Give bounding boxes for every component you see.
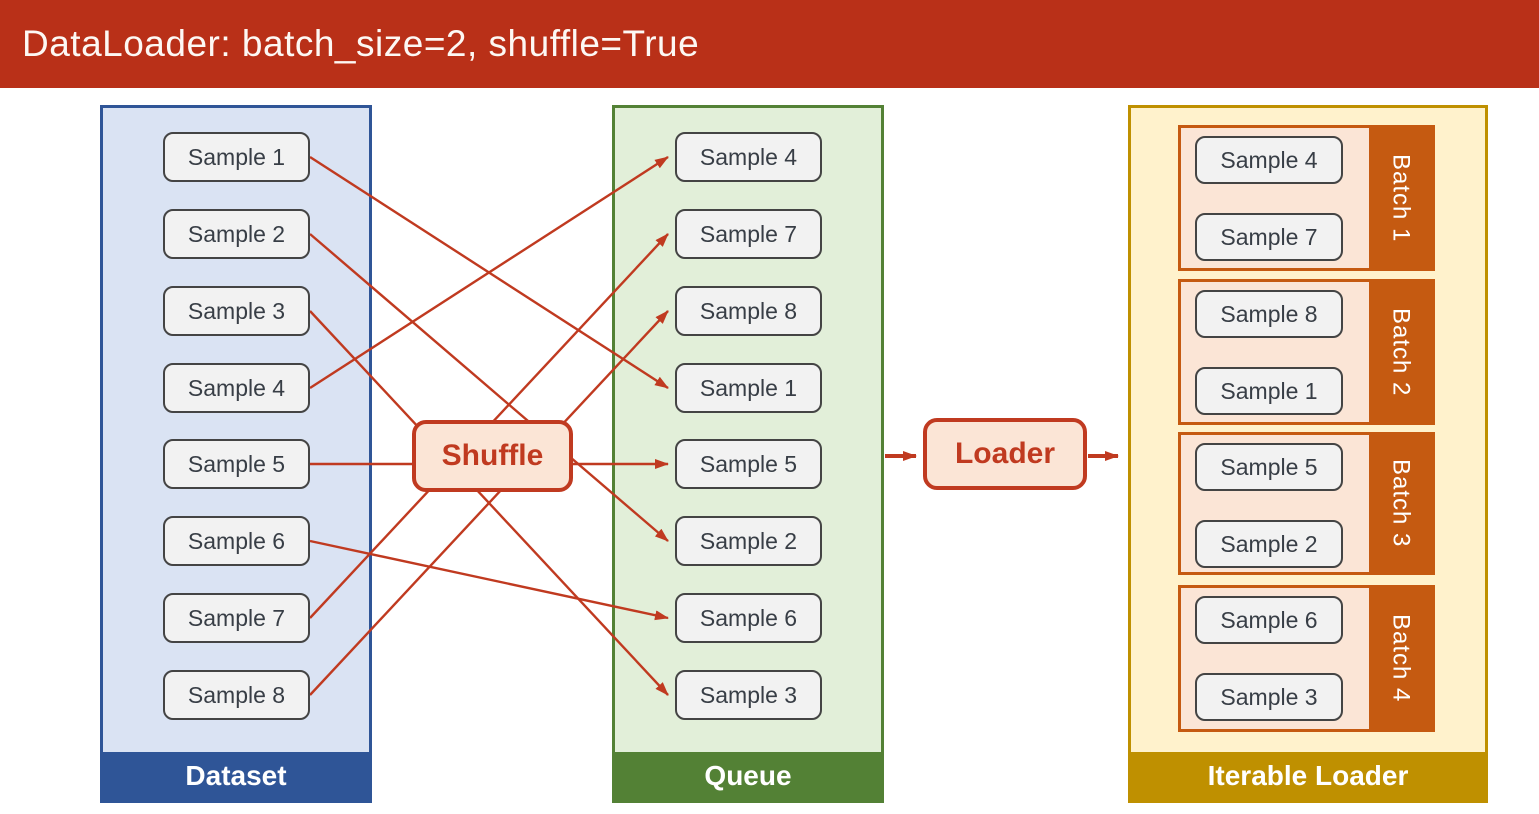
iterable-loader-column-label: Iterable Loader [1131,752,1485,800]
queue-sample-box: Sample 4 [675,132,822,182]
shuffle-connection-line [309,539,669,621]
batch-sample-box: Sample 8 [1195,290,1343,338]
shuffle-connection-line [309,310,669,696]
shuffle-connection-line [309,155,669,390]
batch-sample-box: Sample 3 [1195,673,1343,721]
shuffle-connection-line [309,233,669,542]
page-title: DataLoader: batch_size=2, shuffle=True [22,23,700,64]
queue-sample-box: Sample 7 [675,209,822,259]
batch-sample-box: Sample 4 [1195,136,1343,184]
batch-sample-box: Sample 6 [1195,596,1343,644]
batch-sample-box: Sample 7 [1195,213,1343,261]
batch-sample-area: Sample 4 Sample 7 [1181,128,1369,268]
batch-container: Sample 5 Sample 2 Batch 3 [1178,432,1435,575]
dataset-sample-box: Sample 6 [163,516,310,566]
dataset-column-label: Dataset [103,752,369,800]
shuffle-node: Shuffle [412,420,573,492]
queue-sample-box: Sample 6 [675,593,822,643]
loader-node: Loader [923,418,1087,490]
batch-label-tab: Batch 3 [1369,435,1432,572]
dataset-sample-box: Sample 1 [163,132,310,182]
dataset-sample-box: Sample 2 [163,209,310,259]
title-bar: DataLoader: batch_size=2, shuffle=True [0,0,1539,88]
batch-container: Sample 8 Sample 1 Batch 2 [1178,279,1435,425]
batch-sample-area: Sample 8 Sample 1 [1181,282,1369,422]
dataset-sample-box: Sample 5 [163,439,310,489]
dataset-sample-box: Sample 4 [163,363,310,413]
queue-sample-box: Sample 5 [675,439,822,489]
dataset-sample-box: Sample 7 [163,593,310,643]
batch-label: Batch 2 [1387,307,1415,397]
batch-label-tab: Batch 4 [1369,588,1432,729]
batch-sample-box: Sample 1 [1195,367,1343,415]
batch-label: Batch 3 [1387,459,1415,548]
queue-sample-box: Sample 8 [675,286,822,336]
batch-label: Batch 4 [1387,614,1415,703]
dataset-sample-box: Sample 3 [163,286,310,336]
batch-label-tab: Batch 2 [1369,282,1432,422]
batch-label-tab: Batch 1 [1369,128,1432,268]
batch-sample-area: Sample 5 Sample 2 [1181,435,1369,572]
batch-label: Batch 1 [1387,153,1415,243]
batch-sample-box: Sample 2 [1195,520,1343,568]
batch-container: Sample 4 Sample 7 Batch 1 [1178,125,1435,271]
dataset-sample-box: Sample 8 [163,670,310,720]
queue-sample-box: Sample 1 [675,363,822,413]
queue-column-label: Queue [615,752,881,800]
batch-sample-area: Sample 6 Sample 3 [1181,588,1369,729]
queue-sample-box: Sample 3 [675,670,822,720]
batch-sample-box: Sample 5 [1195,443,1343,491]
queue-sample-box: Sample 2 [675,516,822,566]
batch-container: Sample 6 Sample 3 Batch 4 [1178,585,1435,732]
